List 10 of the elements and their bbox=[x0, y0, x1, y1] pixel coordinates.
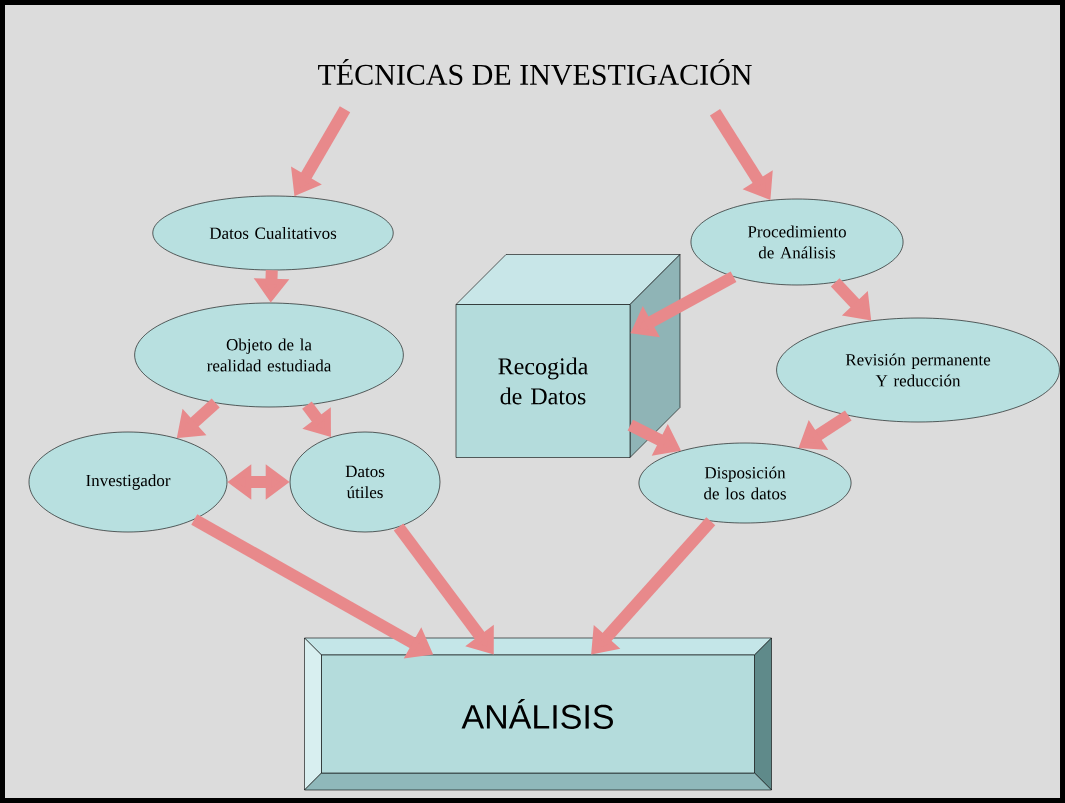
ellipse-node: Objeto de la realidad estudiada bbox=[134, 302, 404, 408]
ellipse-node: Procedimiento de Análisis bbox=[690, 198, 904, 286]
ellipse-node: Revisión permanente Y reducción bbox=[776, 317, 1060, 423]
ellipse-node: Investigador bbox=[28, 431, 228, 533]
ellipse-node: Datos útiles bbox=[289, 431, 441, 533]
ellipse-node: Disposición de los datos bbox=[638, 442, 852, 524]
beveled-box: ANÁLISIS bbox=[304, 637, 772, 791]
cube: Recogida de Datos bbox=[455, 254, 681, 458]
title: TÉCNICAS DE INVESTIGACIÓN bbox=[318, 58, 752, 86]
ellipse-node: Datos Cualitativos bbox=[152, 195, 394, 271]
